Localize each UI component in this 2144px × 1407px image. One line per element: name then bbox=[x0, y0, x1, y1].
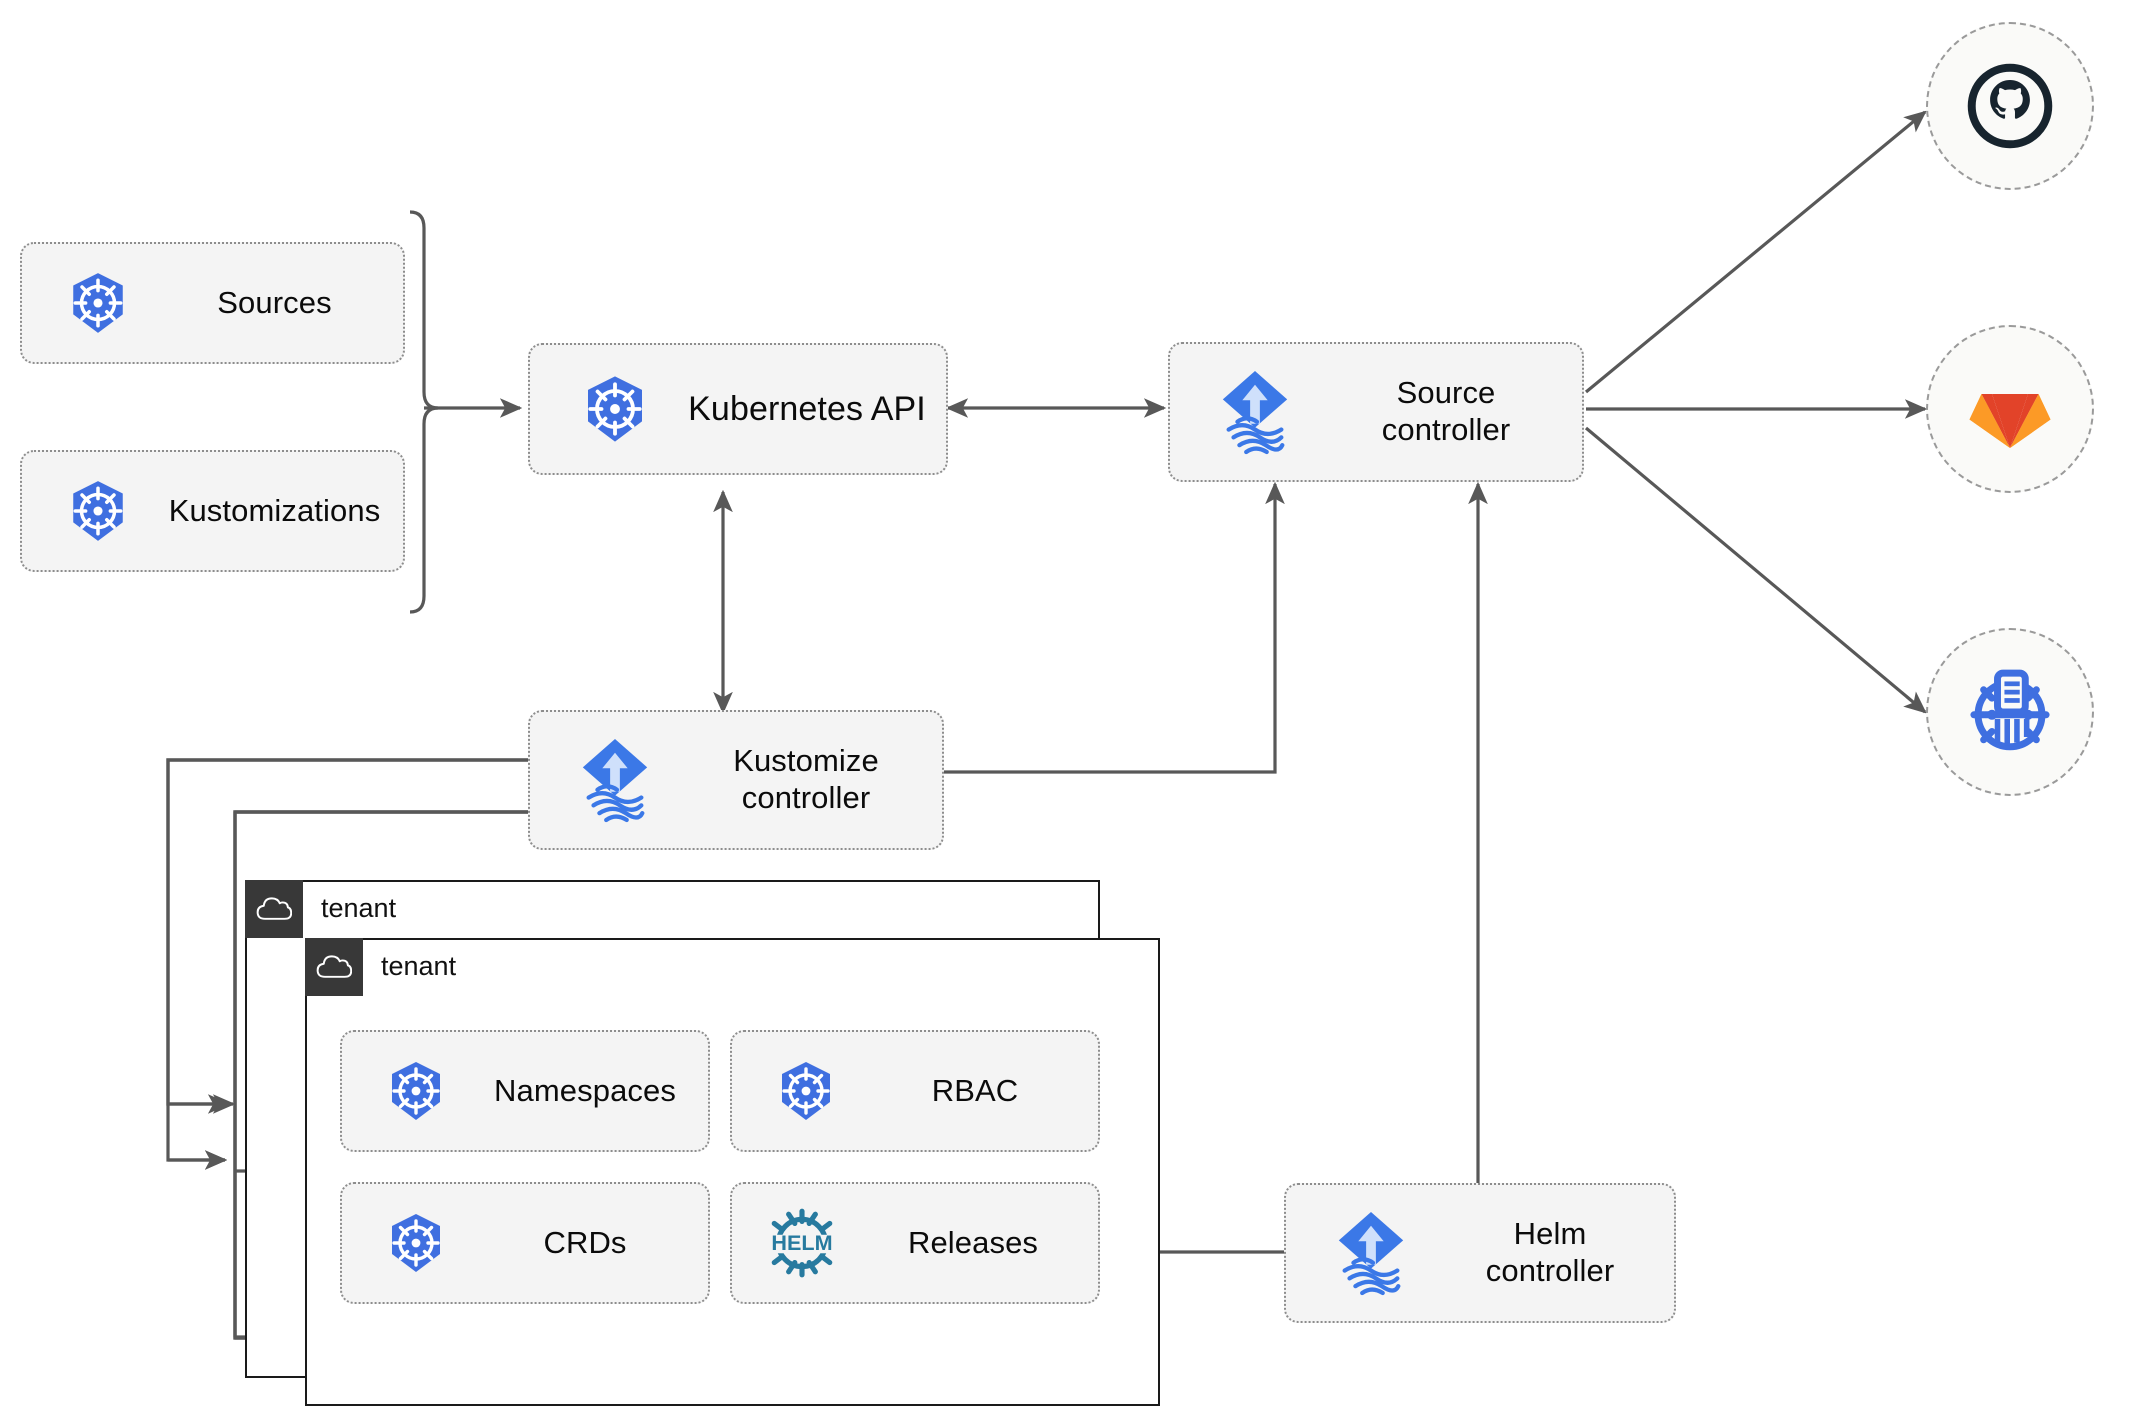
kubernetes-icon bbox=[22, 270, 152, 336]
tenant-resource-label: CRDs bbox=[543, 1224, 627, 1260]
resource-label: Kustomizations bbox=[168, 492, 381, 528]
provider-github[interactable] bbox=[1926, 22, 2094, 190]
resource-label: Sources bbox=[217, 284, 332, 320]
node-label: Source controller bbox=[1316, 375, 1582, 448]
kubernetes-icon bbox=[732, 1059, 858, 1123]
helm-repo-icon bbox=[1970, 669, 2050, 751]
kubernetes-icon bbox=[342, 1059, 468, 1123]
kubernetes-icon bbox=[530, 373, 674, 445]
resource-card-sources[interactable]: Sources bbox=[20, 242, 405, 364]
node-kustomize-controller[interactable]: Kustomize controller bbox=[528, 710, 944, 850]
tenant-label: tenant bbox=[321, 893, 397, 923]
tenant-box-2[interactable]: tenant bbox=[304, 937, 1160, 1406]
tenant-resource-releases[interactable]: HELM Releases bbox=[730, 1182, 1100, 1304]
kubernetes-icon bbox=[22, 478, 152, 544]
helm-icon: HELM bbox=[732, 1206, 854, 1280]
node-label-line1: Kustomize bbox=[733, 743, 879, 779]
node-source-controller[interactable]: Source controller bbox=[1168, 342, 1584, 482]
node-label: Helm controller bbox=[1432, 1216, 1674, 1289]
provider-gitlab[interactable] bbox=[1926, 325, 2094, 493]
node-kubernetes-api[interactable]: Kubernetes API bbox=[528, 343, 948, 475]
tenant-resource-namespaces[interactable]: Namespaces bbox=[340, 1030, 710, 1152]
node-label-line1: Helm bbox=[1513, 1216, 1587, 1252]
tenant-resource-crds[interactable]: CRDs bbox=[340, 1182, 710, 1304]
svg-text:HELM: HELM bbox=[771, 1230, 832, 1255]
tenant-resource-rbac[interactable]: RBAC bbox=[730, 1030, 1100, 1152]
node-helm-controller[interactable]: Helm controller bbox=[1284, 1183, 1676, 1323]
node-label: Kustomize controller bbox=[676, 743, 942, 816]
resource-card-kustomizations[interactable]: Kustomizations bbox=[20, 450, 405, 572]
node-label-line2: controller bbox=[741, 780, 871, 815]
kubernetes-icon bbox=[342, 1211, 468, 1275]
flux-icon bbox=[1286, 1210, 1432, 1296]
tenant-resource-label: RBAC bbox=[931, 1072, 1019, 1108]
node-label-line2: controller bbox=[1485, 1253, 1615, 1288]
cloud-icon bbox=[244, 879, 303, 938]
tenant-resource-label: Namespaces bbox=[494, 1072, 676, 1108]
node-label-line2: controller bbox=[1381, 412, 1511, 447]
cloud-icon bbox=[304, 937, 363, 996]
tenant-label: tenant bbox=[381, 951, 457, 981]
flux-icon bbox=[530, 737, 676, 823]
node-label-line1: Source bbox=[1396, 375, 1496, 411]
github-icon bbox=[1967, 63, 2053, 149]
provider-helm-repository[interactable] bbox=[1926, 628, 2094, 796]
gitlab-icon bbox=[1969, 394, 2051, 448]
flux-icon bbox=[1170, 369, 1316, 455]
node-label: Kubernetes API bbox=[688, 389, 926, 428]
tenant-resource-label: Releases bbox=[907, 1224, 1039, 1260]
